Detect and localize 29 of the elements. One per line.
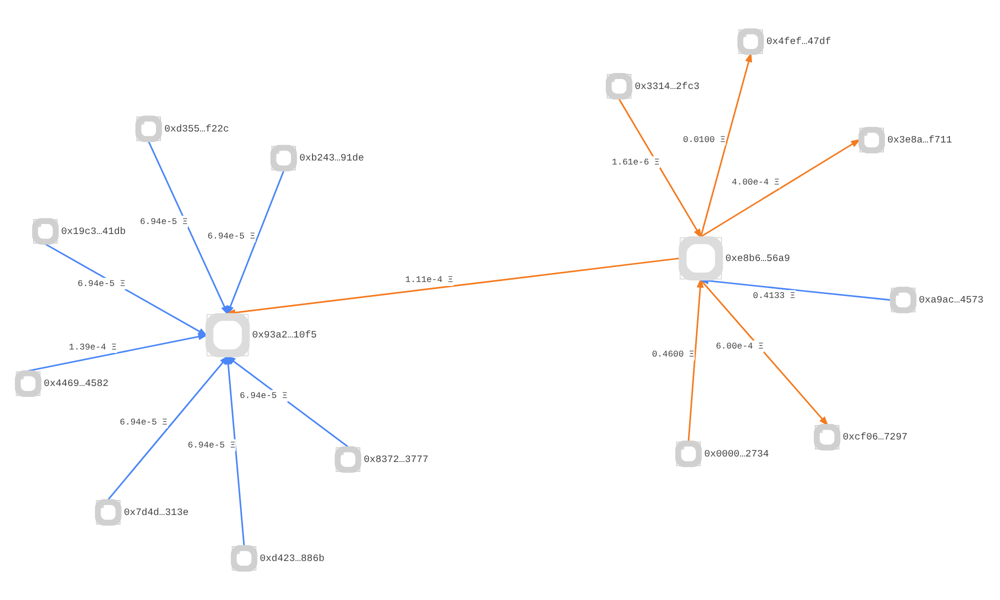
- node-label: 0x19c3…41db: [61, 226, 126, 237]
- edge-label: 6.94e-5 Ξ: [140, 216, 188, 227]
- node-label: 0xd423…886b: [260, 552, 324, 564]
- node-label: 0x8372…3777: [364, 454, 428, 466]
- edge-label: 1.11e-4 Ξ: [405, 275, 454, 286]
- edge-label: 0.4600 Ξ: [652, 350, 694, 360]
- edge-label: 4.00e-4 Ξ: [732, 178, 780, 188]
- node-label: 0xe8b6…56a9: [725, 252, 790, 264]
- node-label: 0x93a2…10f5: [252, 330, 317, 341]
- edge-label: 0.0100 Ξ: [683, 134, 726, 145]
- edge-label: 6.94e-5 Ξ: [120, 417, 168, 428]
- edge-label: 6.00e-4 Ξ: [716, 341, 764, 352]
- edge-label: 6.94e-5 Ξ: [240, 391, 288, 402]
- node-label: 0xd355…f22c: [164, 123, 230, 134]
- edge-label: 1.39e-4 Ξ: [68, 342, 117, 352]
- node-label: 0x3e8a…f711: [887, 134, 952, 146]
- node-label: 0x0000…2734: [704, 448, 769, 460]
- node-label: 0x7d4d…313e: [124, 506, 189, 518]
- edge-label: 0.4133 Ξ: [752, 291, 796, 302]
- edge-label: 1.61e-6 Ξ: [612, 157, 660, 168]
- node-label: 0x4469…4582: [44, 378, 108, 390]
- node-label: 0xb243…91de: [299, 152, 364, 164]
- node-label: 0x3314…2fc3: [634, 80, 700, 92]
- edge-label: 6.94e-5 Ξ: [207, 232, 256, 242]
- edge-label: 6.94e-5 Ξ: [78, 278, 126, 289]
- edge-label: 6.94e-5 Ξ: [188, 440, 236, 450]
- node-label: 0x4fef…47df: [766, 36, 832, 48]
- node-label: 0xa9ac…4573: [918, 294, 984, 306]
- node-label: 0xcf06…7297: [842, 432, 908, 443]
